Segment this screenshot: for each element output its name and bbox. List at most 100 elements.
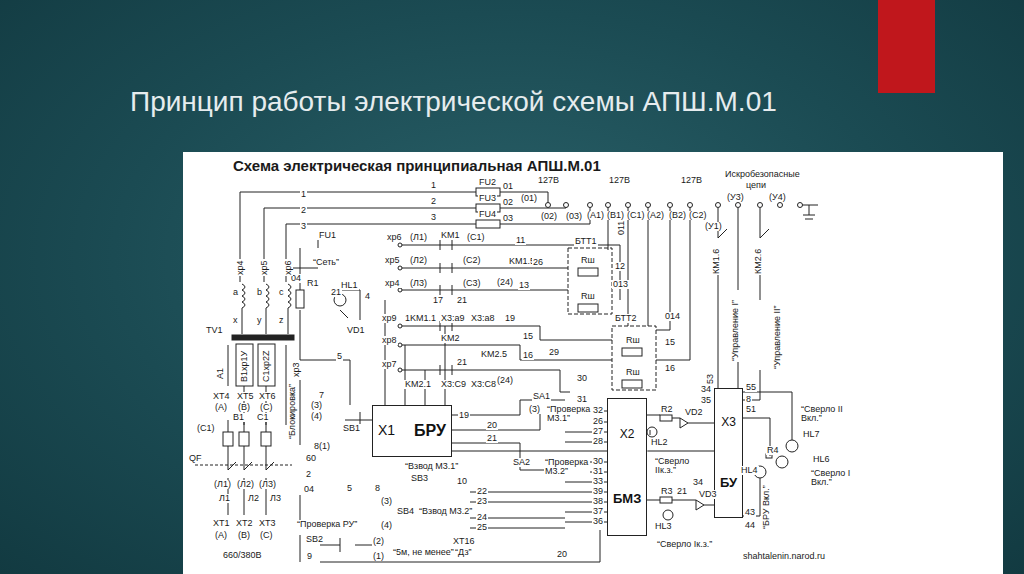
circuit-label: 43 — [744, 508, 756, 517]
circuit-label: 21 — [486, 434, 498, 443]
circuit-label: 21 — [330, 288, 342, 297]
circuit-label: XT4 — [212, 392, 231, 401]
circuit-label: xp6 — [284, 259, 293, 276]
circuit-label: 1 — [300, 190, 307, 199]
circuit-label: Rш — [580, 256, 596, 265]
circuit-label: HL2 — [650, 438, 669, 447]
circuit-label: xp4 — [384, 279, 401, 288]
circuit-label: “Сверло II Вкл.” — [800, 405, 854, 423]
circuit-label: 5 — [346, 484, 353, 493]
circuit-label: (4) — [380, 521, 393, 530]
circuit-label: (А2) — [646, 211, 665, 220]
circuit-label: (В1) — [606, 211, 625, 220]
circuit-label: В1хр1У — [240, 350, 249, 383]
circuit-label: XT1 — [212, 519, 231, 528]
circuit-label: 3 — [300, 222, 307, 231]
circuit-label: 60 — [305, 454, 317, 463]
circuit-label: “Блокировка” — [288, 383, 297, 440]
circuit-label: (2) — [372, 537, 385, 546]
slide-title: Принцип работы электрической схемы АПШ.М… — [130, 86, 777, 118]
circuit-label: (Л1) — [409, 233, 428, 242]
circuit-label: БТТ1 — [574, 237, 598, 246]
circuit-label: xp5 — [260, 259, 269, 276]
circuit-label: 16 — [522, 351, 534, 360]
circuit-label: 36 — [592, 517, 604, 526]
circuit-label: 01 — [502, 182, 514, 191]
circuit-label: 31 — [576, 395, 588, 404]
circuit-label: “БРУ Вкл.” — [762, 484, 771, 530]
circuit-label: HL3 — [654, 522, 673, 531]
circuit-label: (24) — [496, 278, 514, 287]
circuit-label: xp3 — [292, 361, 301, 378]
connector-name: X2 — [620, 428, 635, 441]
circuit-label: 2 — [305, 470, 312, 479]
circuit-label: (С2) — [688, 211, 708, 220]
circuit-label: 660/380В — [222, 551, 263, 560]
circuit-label: 38 — [592, 497, 604, 506]
circuit-label: 11 — [515, 236, 526, 245]
circuit-label: (C) — [259, 531, 274, 540]
circuit-label: HL4 — [740, 466, 759, 475]
circuit-label: 127В — [680, 176, 703, 185]
circuit-label: 20 — [486, 421, 498, 430]
circuit-label: VD3 — [698, 490, 718, 499]
circuit-label: 013 — [612, 280, 629, 289]
circuit-label: 17 — [432, 296, 444, 305]
circuit-label: 33 — [592, 477, 604, 486]
circuit-label: Rш — [625, 368, 641, 377]
circuit-label: XT5 — [236, 392, 255, 401]
circuit-label: (4) — [310, 412, 323, 421]
circuit-label: 23 — [476, 497, 488, 506]
circuit-label: FU4 — [478, 210, 497, 219]
circuit-label: (1) — [372, 552, 385, 561]
circuit-label: HL7 — [802, 430, 821, 439]
circuit-label: 10 — [456, 477, 468, 486]
circuit-label: 51 — [745, 405, 757, 414]
circuit-label: 16 — [664, 364, 676, 373]
circuit-label: 28 — [592, 437, 604, 446]
circuit-label: shahtalenin.narod.ru — [742, 552, 826, 561]
circuit-label: VD1 — [346, 326, 366, 335]
circuit-label: R1 — [306, 279, 320, 288]
accent-bar — [878, 0, 935, 93]
circuit-label: X3:а9 — [440, 314, 466, 323]
block-box: X3БУ — [714, 388, 743, 518]
circuit-label: 19 — [504, 314, 516, 323]
circuit-label: Искробезопасные — [724, 170, 801, 179]
block-box: X2БМЗ — [607, 398, 647, 536]
circuit-label: KM2 — [440, 334, 461, 343]
circuit-label: 20 — [556, 550, 568, 559]
circuit-label: (3) — [380, 497, 393, 506]
circuit-label: С1 — [256, 413, 270, 422]
circuit-label: (3) — [528, 405, 541, 414]
wire-connector — [452, 450, 607, 451]
circuit-label: КМ1.6 — [712, 248, 721, 275]
schematic-title: Схема электрическая принципиальная АПШ.М… — [232, 158, 602, 173]
circuit-label: xp5 — [384, 256, 401, 265]
circuit-label: xp8 — [381, 336, 398, 345]
circuit-label: (C1) — [466, 233, 486, 242]
circuit-label: (У4) — [768, 193, 787, 202]
circuit-label: 8 — [745, 395, 752, 404]
circuit-label: 22 — [476, 487, 488, 496]
circuit-label: 02 — [502, 198, 514, 207]
circuit-label: 55 — [745, 383, 757, 392]
circuit-label: С1хр2Z — [262, 349, 271, 383]
circuit-label: цепи — [745, 181, 767, 190]
circuit-label: 37 — [592, 507, 604, 516]
circuit-label: 011 — [617, 220, 626, 236]
circuit-label: 9 — [306, 552, 313, 561]
circuit-label: (В2) — [668, 211, 687, 220]
circuit-label: Rш — [625, 336, 641, 345]
circuit-label: (03) — [565, 212, 583, 221]
circuit-label: xp4 — [236, 259, 245, 276]
circuit-label: (С1) — [196, 424, 216, 433]
circuit-label: 25 — [476, 523, 488, 532]
circuit-label: (У1) — [704, 222, 723, 231]
circuit-label: (C) — [259, 403, 274, 412]
circuit-label: 21 — [456, 296, 468, 305]
connector-name: X3 — [721, 416, 736, 429]
wires — [195, 188, 818, 562]
circuit-label: R2 — [660, 405, 674, 414]
circuit-label: (A) — [214, 531, 228, 540]
